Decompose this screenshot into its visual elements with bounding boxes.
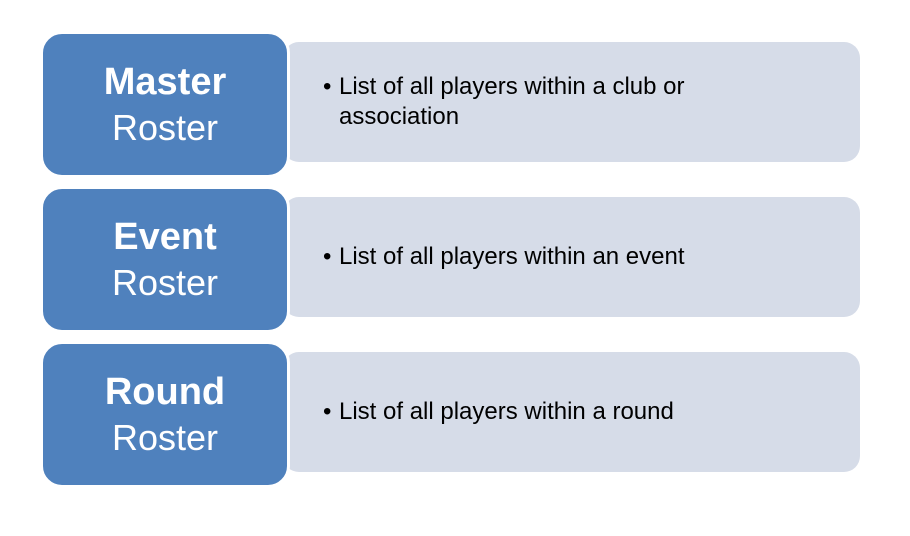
roster-row-event: List of all players within an event Even…	[40, 186, 862, 333]
roster-label-title: Event	[113, 215, 217, 258]
roster-label-subtitle: Roster	[111, 416, 219, 458]
roster-detail-list: List of all players within a club or ass…	[323, 72, 749, 132]
roster-label-box: Round Roster	[40, 341, 290, 488]
roster-label-title: Master	[103, 60, 227, 103]
roster-detail-list: List of all players within an event	[323, 242, 685, 272]
roster-detail-bullet: List of all players within an event	[323, 242, 685, 272]
roster-label-box: Master Roster	[40, 31, 290, 178]
roster-label-subtitle: Roster	[111, 106, 219, 148]
roster-detail-list: List of all players within a round	[323, 397, 674, 427]
roster-detail-box: List of all players within a club or ass…	[283, 42, 860, 162]
roster-label-subtitle: Roster	[111, 261, 219, 303]
roster-label-box: Event Roster	[40, 186, 290, 333]
roster-detail-box: List of all players within a round	[283, 352, 860, 472]
roster-row-round: List of all players within a round Round…	[40, 341, 862, 488]
roster-detail-box: List of all players within an event	[283, 197, 860, 317]
roster-detail-bullet: List of all players within a club or ass…	[323, 72, 749, 132]
roster-detail-bullet: List of all players within a round	[323, 397, 674, 427]
roster-label-title: Round	[104, 370, 226, 413]
roster-row-master: List of all players within a club or ass…	[40, 31, 862, 178]
